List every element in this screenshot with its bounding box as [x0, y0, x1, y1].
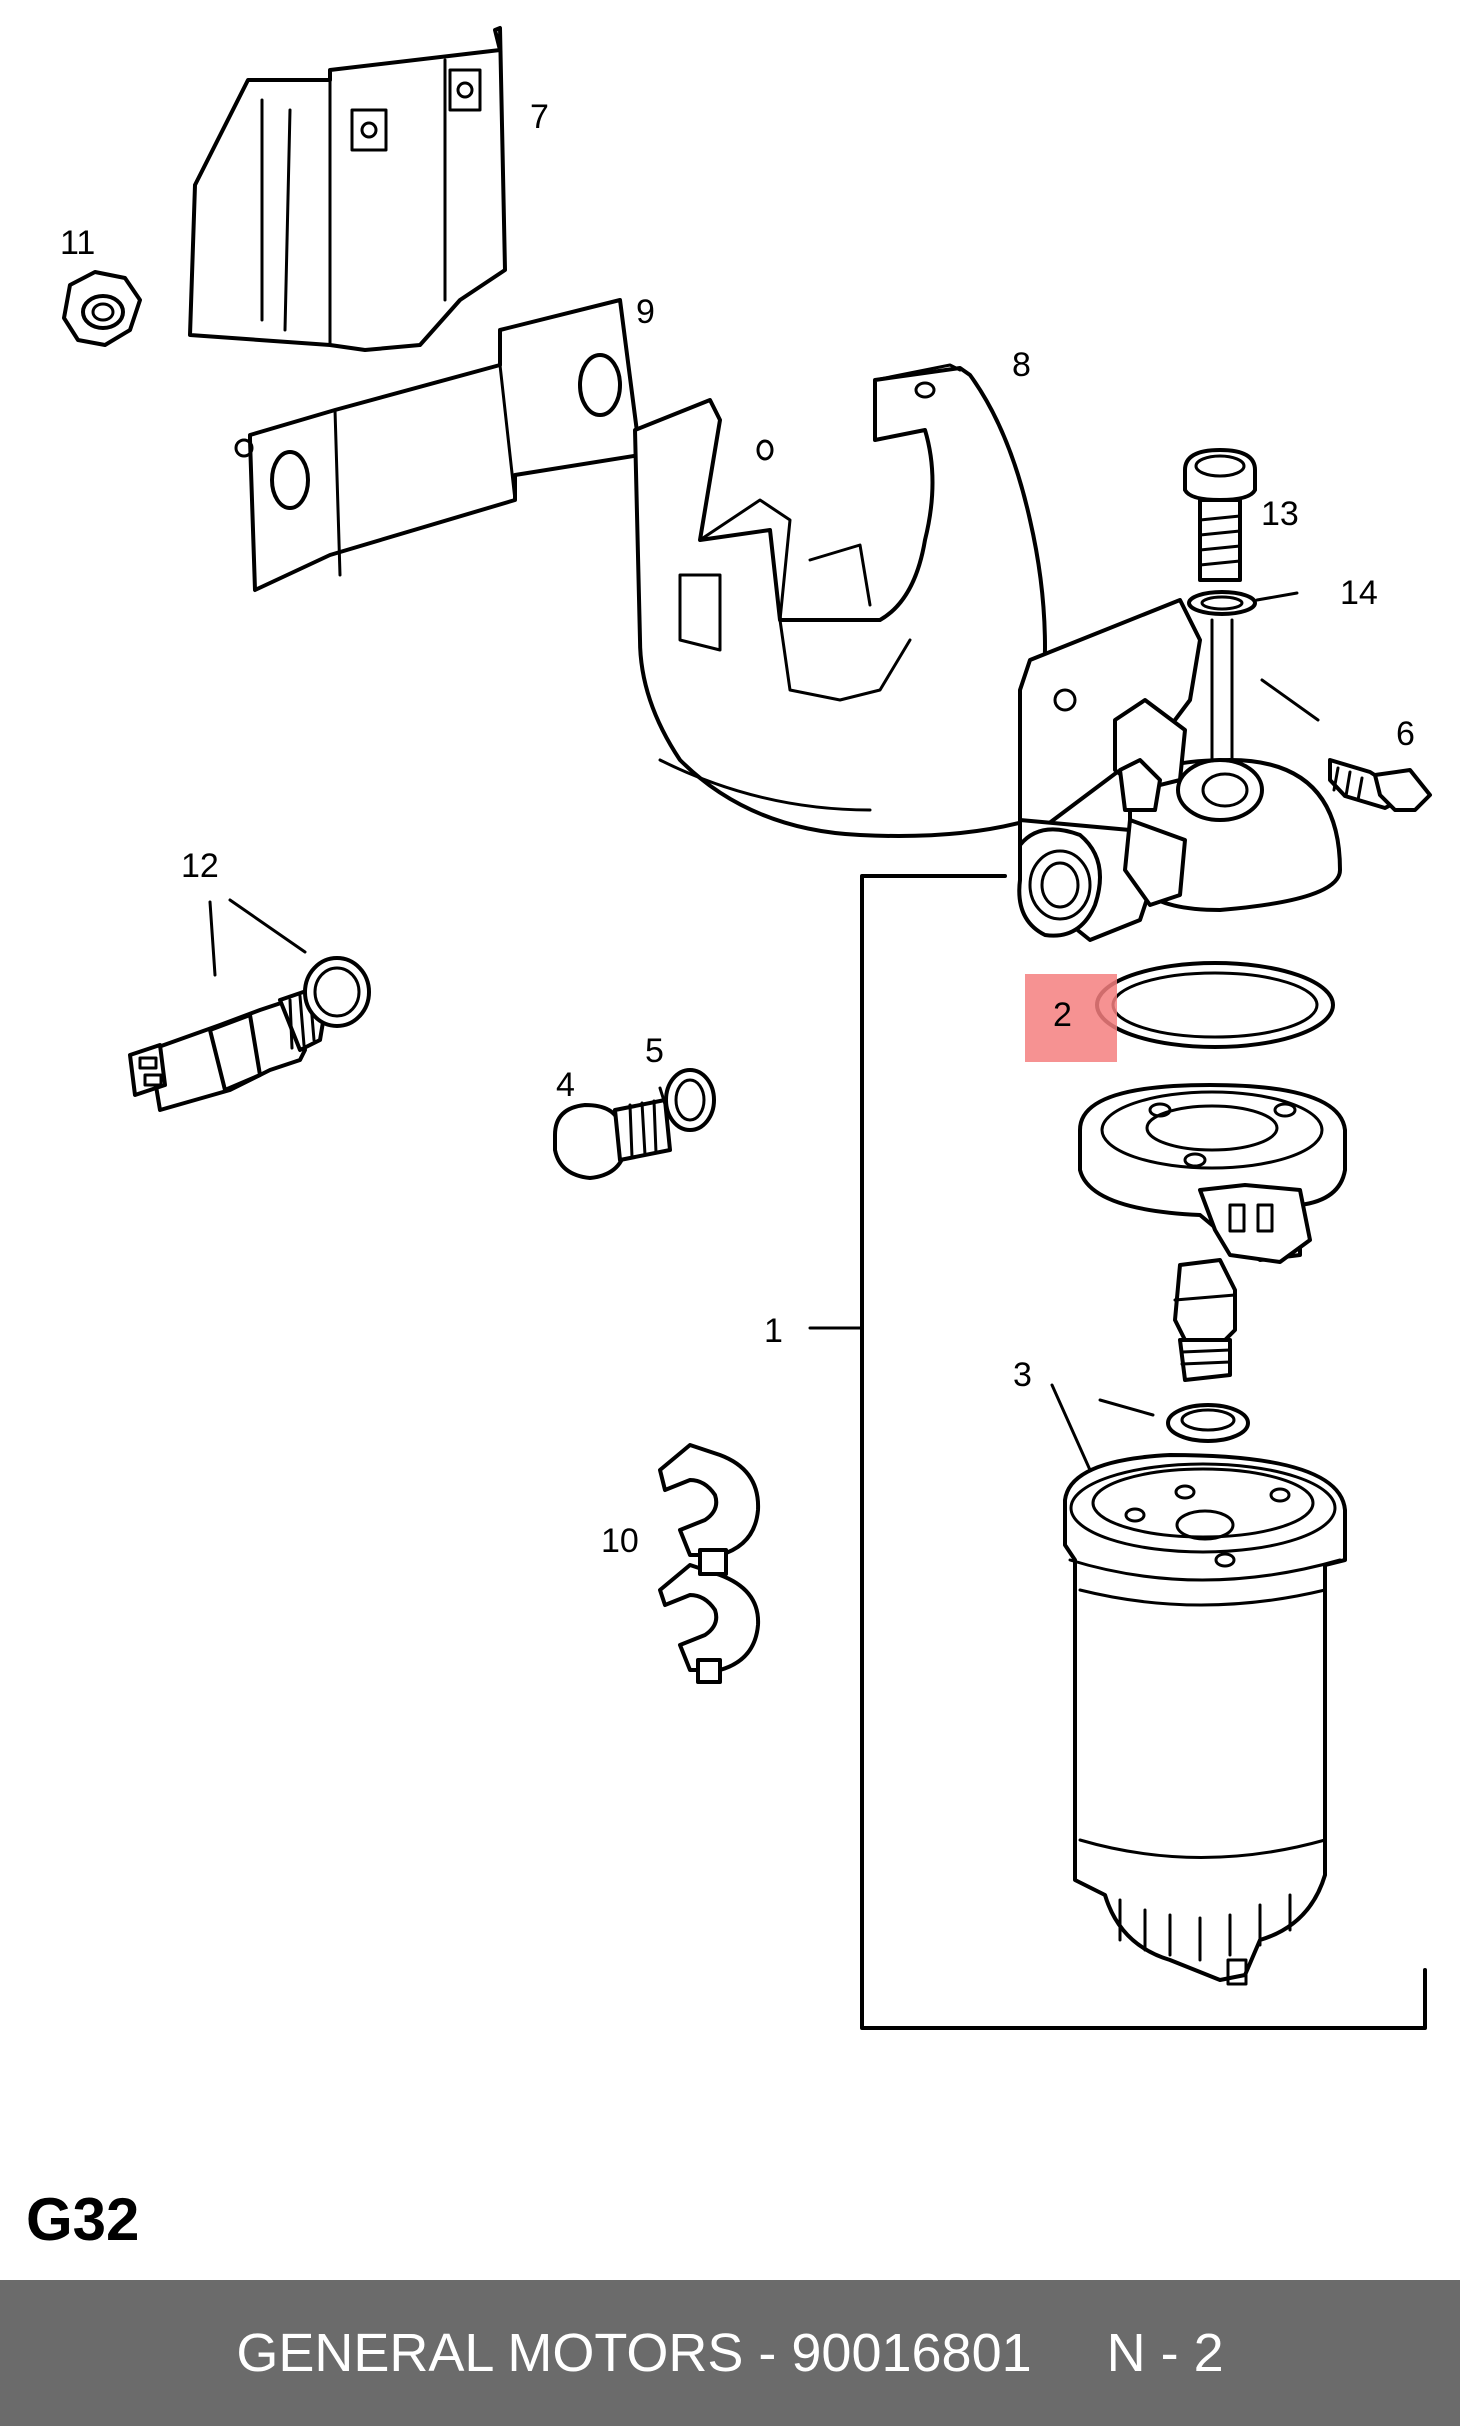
highlight-box	[1025, 974, 1117, 1062]
part-14-sealing-washer	[1187, 590, 1257, 616]
footer-bar: GENERAL MOTORS - 90016801 N - 2	[0, 2280, 1460, 2426]
part-1-filter-head	[1017, 598, 1342, 942]
part-9-shield-plate	[234, 298, 642, 592]
callout-10: 10	[601, 1522, 639, 1560]
part-3-filter-cartridge	[1063, 1453, 1347, 1986]
leader-lines	[208, 591, 1320, 1472]
part-12-seal-ring	[303, 956, 371, 1028]
callout-3: 3	[1013, 1356, 1032, 1394]
callout-12: 12	[181, 847, 219, 885]
part-8-filter-bracket	[633, 363, 1047, 838]
diagram-code: G32	[26, 2186, 140, 2253]
callout-4: 4	[556, 1066, 575, 1104]
callout-5: 5	[645, 1032, 664, 1070]
part-3-filter-seal	[1166, 1403, 1250, 1443]
footer-text: GENERAL MOTORS - 90016801 N - 2	[236, 2323, 1224, 2383]
part-5-washer	[664, 1068, 716, 1132]
part-10-pipe-clip	[658, 1443, 761, 1684]
part-12-temperature-switch	[128, 986, 327, 1112]
callout-1: 1	[764, 1312, 783, 1350]
part-13-banjo-bolt	[1183, 448, 1257, 762]
callout-7: 7	[530, 98, 549, 136]
callout-13: 13	[1261, 495, 1299, 533]
part-7-heat-shield	[188, 26, 507, 352]
part-2-seal-ring	[1095, 961, 1335, 1049]
part-4-drain-screw	[553, 1098, 672, 1180]
callout-labels: 1 2 3 4 5 6 7 8 9 10 11 12 13 14	[60, 98, 1415, 1560]
part-11-nut	[62, 270, 142, 347]
callout-8: 8	[1012, 346, 1031, 384]
part-6-bolt	[1328, 758, 1432, 812]
part-1-filter-housing-ring	[1078, 1083, 1347, 1382]
callout-9: 9	[636, 293, 655, 331]
assembly-1-bracket	[860, 874, 1427, 2030]
callout-11: 11	[60, 224, 95, 262]
callout-14: 14	[1340, 574, 1378, 612]
callout-2: 2	[1053, 996, 1072, 1034]
parts-diagram: 1 2 3 4 5 6 7 8 9 10 11 12 13 14	[60, 26, 1432, 2030]
callout-6: 6	[1396, 715, 1415, 753]
